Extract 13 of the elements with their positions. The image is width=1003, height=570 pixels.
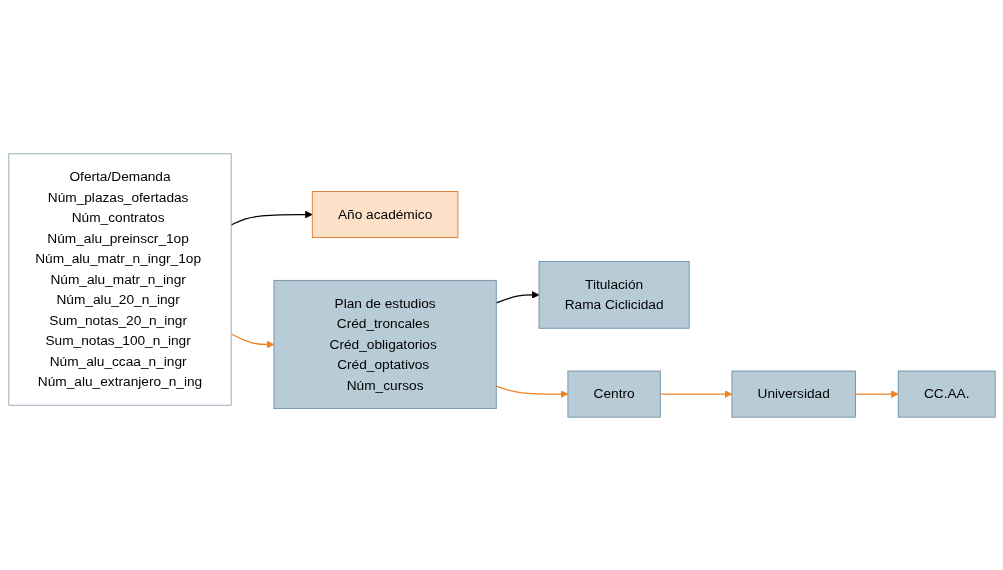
node-box: Centro [566, 370, 661, 418]
node-box: Oferta/Demanda Núm_plazas_ofertadas Núm_contratos Núm_alu_preinscr_1op Núm_alu_matr_n_ingr_1op Núm_alu_matr_n_ingr Núm_alu_20_n_ingr Sum_notas_20_n_ingr Sum_notas_100_n_ingr Núm_alu_ccaa_n_ingr Núm_alu_extranjero_n_ing [7, 152, 232, 406]
arrow [659, 389, 732, 398]
arrow [230, 210, 313, 226]
node-box: Plan de estudios Créd_troncales Créd_obligatorios Créd_optativos Núm_cursos [273, 279, 497, 409]
node-box: Universidad [731, 370, 856, 418]
node-box: CC.AA. [897, 370, 996, 418]
node-box: Año académico [311, 190, 458, 238]
arrow [230, 332, 274, 348]
arrow [495, 290, 539, 304]
arrow [495, 384, 568, 398]
arrow [854, 389, 899, 398]
node-box: Titulación Rama Ciclicidad [538, 260, 690, 329]
